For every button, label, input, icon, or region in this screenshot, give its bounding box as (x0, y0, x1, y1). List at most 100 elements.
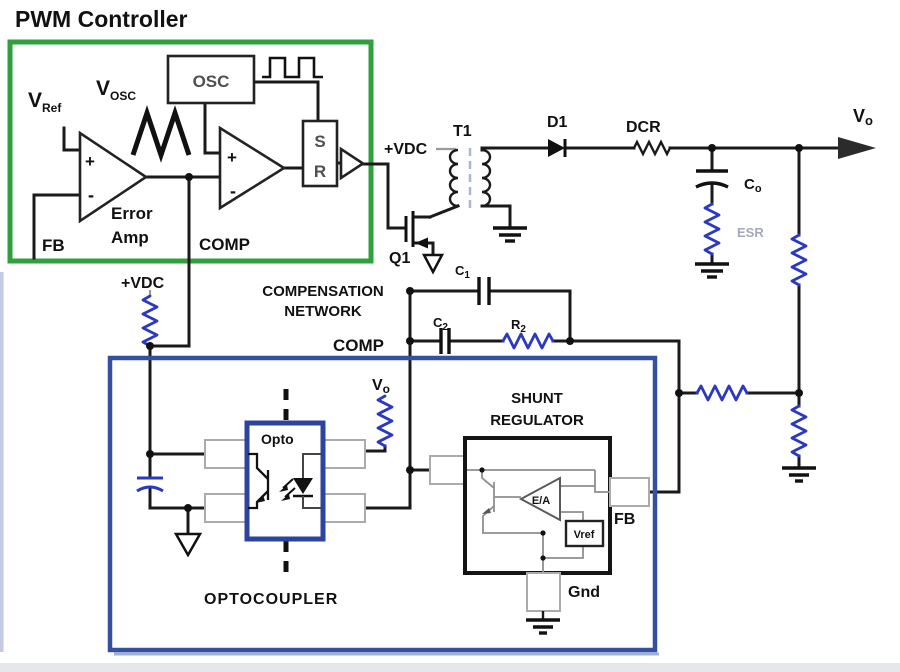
shunt-ground-symbol (526, 618, 560, 635)
opto-emitter-arrow (256, 495, 265, 503)
shunt-dot-1 (479, 467, 485, 473)
feedback-series-resistor (695, 384, 749, 402)
vo-output-label: Vo (853, 106, 873, 128)
shunt-internal-wires (467, 469, 610, 573)
feedback-section: Vo Opto OPTOCOU (107, 355, 659, 656)
vosc-label: VOSC (96, 77, 136, 103)
compensation-heading-1: COMPENSATION (262, 283, 383, 300)
error-amp-label-1: Error (111, 204, 153, 223)
shunt-fb-label: FB (614, 511, 635, 528)
osc-label: OSC (193, 72, 230, 91)
t1-label: T1 (453, 123, 472, 140)
t1-secondary-winding (481, 148, 492, 208)
vref-block (564, 519, 605, 548)
comp-pullup-resistor (141, 294, 159, 348)
opto-filter-cap-bottom (136, 485, 164, 493)
c2-label: C2 (433, 315, 448, 333)
vdc-primary-label: +VDC (384, 141, 428, 158)
resistor-dcr (632, 139, 672, 157)
vref-label: VRef (28, 89, 62, 115)
shunt-pin-cathode (429, 455, 468, 485)
divider-ground-symbol (782, 466, 816, 483)
c1-label: C1 (455, 263, 470, 281)
page-edge-left (0, 272, 4, 652)
opto-led-triangle (293, 478, 313, 494)
light-arrowhead-1 (279, 485, 288, 492)
q1-ground-symbol (421, 253, 445, 275)
error-amp (78, 130, 149, 224)
error-amp-minus: - (88, 185, 94, 205)
opto-pin-emitter (204, 493, 249, 523)
fb-pin-label: FB (42, 236, 65, 255)
square-wave-icon (262, 56, 323, 79)
opto-pin-cathode (321, 493, 366, 523)
opto-vo-label: Vo (372, 377, 390, 396)
power-wires (411, 146, 842, 494)
opto-device: Opto (244, 420, 326, 542)
pwm-wires (32, 80, 408, 456)
vdc-pullup-label: +VDC (121, 275, 165, 292)
shunt-dot-2 (540, 530, 546, 536)
output-cap-branch: Co ESR (695, 169, 764, 279)
resistor-esr (703, 202, 721, 256)
comparator-minus: - (230, 181, 236, 201)
junction-dots (146, 144, 803, 512)
divider-upper-resistor (790, 233, 808, 287)
co-bottom-plate (695, 181, 729, 189)
diode-d1: D1 (547, 114, 568, 157)
optocoupler-label: OPTOCOUPLER (204, 591, 338, 608)
opto-bias-resistor (376, 394, 394, 448)
opto-label: Opto (261, 431, 294, 447)
light-arrow-2 (284, 487, 296, 498)
error-amp-plus: + (85, 152, 95, 171)
shunt-gnd-label: Gnd (568, 584, 600, 601)
triangle-wave-icon (130, 105, 192, 163)
shunt-dot-3 (540, 555, 546, 561)
r2-label: R2 (511, 317, 526, 335)
mosfet-q1: Q1 (389, 211, 445, 275)
shunt-transistor-arrow (482, 508, 491, 514)
shunt-heading-1: SHUNT (511, 390, 563, 407)
gate-driver-buffer (339, 146, 366, 181)
sr-latch-r: R (314, 162, 326, 181)
power-stage-section: +VDC +VDC T1 Q1 (121, 106, 876, 494)
page-edge-bottom (0, 663, 900, 672)
transformer-t1: T1 (448, 123, 492, 210)
shunt-regulator: E/A Vref (463, 436, 612, 575)
secondary-ground-symbol (493, 226, 527, 243)
opto-pin-collector (204, 439, 249, 469)
shunt-pin-gnd (526, 572, 561, 612)
pwm-controller-section: OSC + - + - S R VRef VOSC Error Amp FB C… (7, 39, 408, 456)
compensation-network-section: C1 C2 R2 COMPENSATION NETWORK COMP (148, 263, 572, 536)
t1-primary-winding (448, 148, 459, 208)
error-amp-label-2: Amp (111, 228, 149, 247)
co-label: Co (744, 176, 762, 195)
comp-node-label: COMP (333, 336, 384, 355)
shunt-heading-2: REGULATOR (490, 412, 584, 429)
comp-pin-label: COMP (199, 235, 250, 254)
co-ground-symbol (695, 262, 729, 279)
divider-lower-resistor (790, 404, 808, 458)
esr-label: ESR (737, 225, 764, 240)
opto-led-leads (302, 453, 322, 509)
opto-ground-symbol (173, 532, 203, 558)
vref-label: Vref (574, 529, 595, 541)
osc-block (166, 54, 256, 105)
dcr-label: DCR (626, 119, 661, 136)
sr-latch (301, 119, 339, 188)
feedback-box (107, 355, 658, 653)
light-arrowhead-2 (281, 494, 290, 501)
q1-source-arrow (415, 237, 428, 249)
light-arrow-1 (282, 478, 294, 489)
pwm-comparator (218, 125, 287, 211)
compensation-heading-2: NETWORK (284, 303, 362, 320)
sr-latch-s: S (314, 132, 325, 151)
output-divider (695, 233, 816, 483)
resistor-r2 (501, 332, 555, 350)
q1-label: Q1 (389, 250, 410, 267)
page-title: PWM Controller (15, 6, 188, 32)
shunt-ea-label: E/A (532, 495, 550, 507)
vo-output-arrow (838, 137, 876, 159)
